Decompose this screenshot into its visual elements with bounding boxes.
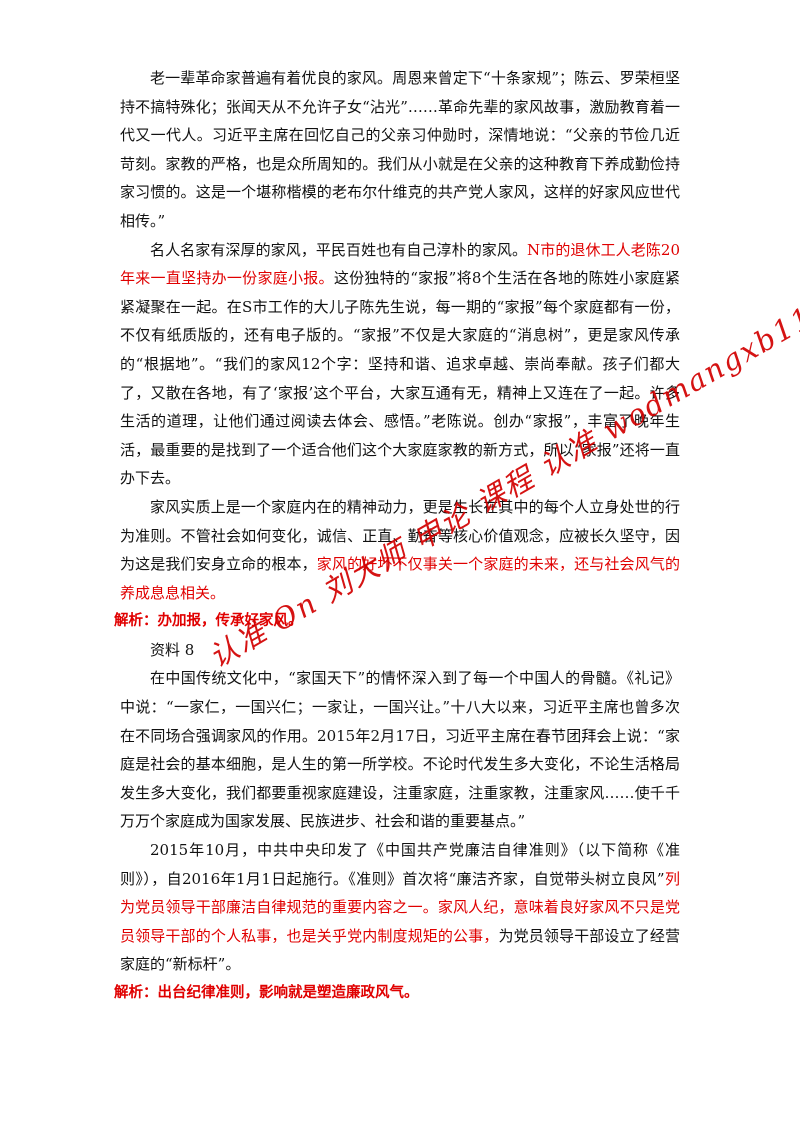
paragraph-2: 名人名家有深厚的家风，平民百姓也有自己淳朴的家风。N市的退休工人老陈20年来一直… (120, 236, 680, 493)
paragraph-2-text-a: 名人名家有深厚的家风，平民百姓也有自己淳朴的家风。 (150, 240, 528, 259)
paragraph-5-text-b: 为党员领导干部设立了经营家庭的“新标杆”。 (120, 926, 680, 974)
paragraph-5-highlight: 列为党员领导干部廉洁自律规范的重要内容之一。家风人纪，意味着良好家风不只是党员领… (120, 869, 680, 945)
paragraph-2-text-b: 这份独特的“家报”将8个生活在各地的陈姓小家庭紧紧凝聚在一起。在S市工作的大儿子… (120, 269, 680, 488)
document-body: 老一辈革命家普遍有着优良的家风。周恩来曾定下“十条家规”；陈云、罗荣桓坚持不搞特… (114, 64, 680, 1008)
paragraph-4: 在中国传统文化中，“家国天下”的情怀深入到了每一个中国人的骨髓。《礼记》中说：“… (120, 664, 680, 836)
paragraph-1: 老一辈革命家普遍有着优良的家风。周恩来曾定下“十条家规”；陈云、罗荣桓坚持不搞特… (120, 64, 680, 236)
paragraph-5-text-a: 2015年10月，中共中央印发了《中国共产党廉洁自律准则》（以下简称《准则》），… (120, 841, 680, 888)
section-title-material-8: 资料 8 (150, 640, 195, 659)
paragraph-3: 家风实质上是一个家庭内在的精神动力，更是生长在其中的每个人立身处世的行为准则。不… (120, 493, 680, 607)
analysis-2: 解析：出台纪律准则，影响就是塑造廉政风气。 (114, 985, 419, 1001)
paragraph-3-text-a: 家风实质上是一个家庭内在的精神动力，更是生长在其中的每个人立身处世的行为准则。不… (120, 497, 680, 574)
paragraph-1-text: 老一辈革命家普遍有着优良的家风。周恩来曾定下“十条家规”；陈云、罗荣桓坚持不搞特… (120, 69, 680, 230)
analysis-1: 解析：办加报，传承好家风。 (114, 613, 303, 630)
paragraph-5: 2015年10月，中共中央印发了《中国共产党廉洁自律准则》（以下简称《准则》），… (120, 836, 680, 979)
paragraph-3-highlight: 家风的好坏不仅事关一个家庭的未来，还与社会风气的养成息息相关。 (120, 555, 680, 602)
paragraph-2-highlight: N市的退休工人老陈20年来一直坚持办一份家庭小报。 (120, 240, 680, 288)
paragraph-4-text: 在中国传统文化中，“家国天下”的情怀深入到了每一个中国人的骨髓。《礼记》中说：“… (120, 669, 680, 831)
